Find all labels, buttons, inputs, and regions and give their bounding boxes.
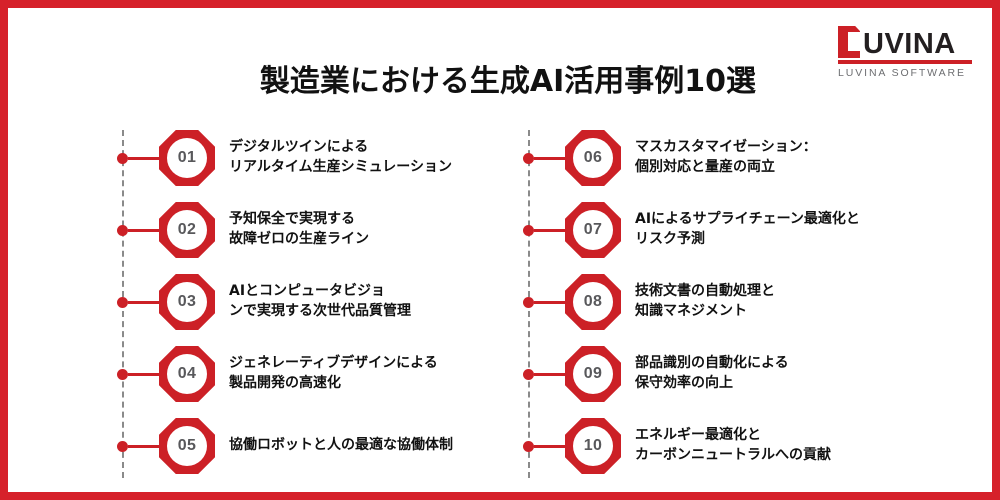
connector-line — [128, 228, 160, 232]
list-item[interactable]: 05 協働ロボットと人の最適な協働体制 — [116, 418, 508, 474]
right-column: 06 マスカスタマイゼーション： 個別対応と量産の両立 07 AIによるサプライ… — [508, 120, 1000, 490]
luvina-l-mark-icon — [838, 26, 860, 58]
number-badge: 10 — [565, 418, 621, 474]
item-label: 部品識別の自動化による 保守効率の向上 — [635, 355, 789, 391]
badge-number: 02 — [167, 210, 207, 250]
item-label: 協働ロボットと人の最適な協働体制 — [229, 437, 453, 454]
number-badge: 08 — [565, 274, 621, 330]
list-item[interactable]: 01 デジタルツインによる リアルタイム生産シミュレーション — [116, 130, 508, 186]
badge-number: 04 — [167, 354, 207, 394]
item-label: 予知保全で実現する 故障ゼロの生産ライン — [229, 211, 369, 247]
connector-line — [534, 372, 566, 376]
rail-dot-icon — [523, 368, 534, 380]
badge-number: 09 — [573, 354, 613, 394]
item-label: AIによるサプライチェーン最適化と リスク予測 — [635, 211, 860, 247]
rail-dot-icon — [117, 440, 128, 452]
list-item[interactable]: 07 AIによるサプライチェーン最適化と リスク予測 — [522, 202, 1000, 258]
brand-logo: UVINA LUVINA SOFTWARE — [838, 24, 974, 79]
list-item[interactable]: 09 部品識別の自動化による 保守効率の向上 — [522, 346, 1000, 402]
connector-line — [128, 300, 160, 304]
number-badge: 05 — [159, 418, 215, 474]
connector-line — [128, 372, 160, 376]
item-label: 技術文書の自動処理と 知識マネジメント — [635, 283, 775, 319]
badge-number: 10 — [573, 426, 613, 466]
list-item[interactable]: 06 マスカスタマイゼーション： 個別対応と量産の両立 — [522, 130, 1000, 186]
left-column: 01 デジタルツインによる リアルタイム生産シミュレーション 02 予知保全で実… — [8, 120, 508, 490]
rail-dot-icon — [117, 152, 128, 164]
item-label: ジェネレーティブデザインによる 製品開発の高速化 — [229, 355, 438, 391]
rail-dot-icon — [117, 368, 128, 380]
number-badge: 07 — [565, 202, 621, 258]
number-badge: 02 — [159, 202, 215, 258]
connector-line — [534, 156, 566, 160]
badge-number: 06 — [573, 138, 613, 178]
list-item[interactable]: 04 ジェネレーティブデザインによる 製品開発の高速化 — [116, 346, 508, 402]
items-container: 01 デジタルツインによる リアルタイム生産シミュレーション 02 予知保全で実… — [8, 120, 1000, 490]
list-item[interactable]: 08 技術文書の自動処理と 知識マネジメント — [522, 274, 1000, 330]
logo-wordmark: UVINA — [838, 24, 974, 58]
connector-line — [534, 444, 566, 448]
rail-dot-icon — [523, 296, 534, 308]
connector-line — [128, 444, 160, 448]
connector-line — [128, 156, 160, 160]
item-label: デジタルツインによる リアルタイム生産シミュレーション — [229, 139, 453, 175]
logo-subtitle: LUVINA SOFTWARE — [838, 67, 966, 79]
list-item[interactable]: 02 予知保全で実現する 故障ゼロの生産ライン — [116, 202, 508, 258]
list-item[interactable]: 10 エネルギー最適化と カーボンニュートラルへの貢献 — [522, 418, 1000, 474]
badge-number: 03 — [167, 282, 207, 322]
item-label: エネルギー最適化と カーボンニュートラルへの貢献 — [635, 427, 831, 463]
badge-number: 01 — [167, 138, 207, 178]
number-badge: 06 — [565, 130, 621, 186]
rail-dot-icon — [117, 296, 128, 308]
connector-line — [534, 300, 566, 304]
rail-dot-icon — [523, 152, 534, 164]
logo-divider-bar — [838, 60, 972, 64]
rail-dot-icon — [523, 440, 534, 452]
item-label: マスカスタマイゼーション： 個別対応と量産の両立 — [635, 139, 817, 175]
number-badge: 09 — [565, 346, 621, 402]
item-label: AIとコンピュータビジョ ンで実現する次世代品質管理 — [229, 283, 411, 319]
rail-dot-icon — [117, 224, 128, 236]
page-title: 製造業における生成AI活用事例10選 — [259, 64, 757, 99]
badge-number: 07 — [573, 210, 613, 250]
logo-wordmark-text: UVINA — [863, 27, 956, 60]
list-item[interactable]: 03 AIとコンピュータビジョ ンで実現する次世代品質管理 — [116, 274, 508, 330]
number-badge: 03 — [159, 274, 215, 330]
badge-number: 08 — [573, 282, 613, 322]
badge-number: 05 — [167, 426, 207, 466]
number-badge: 04 — [159, 346, 215, 402]
number-badge: 01 — [159, 130, 215, 186]
rail-dot-icon — [523, 224, 534, 236]
connector-line — [534, 228, 566, 232]
